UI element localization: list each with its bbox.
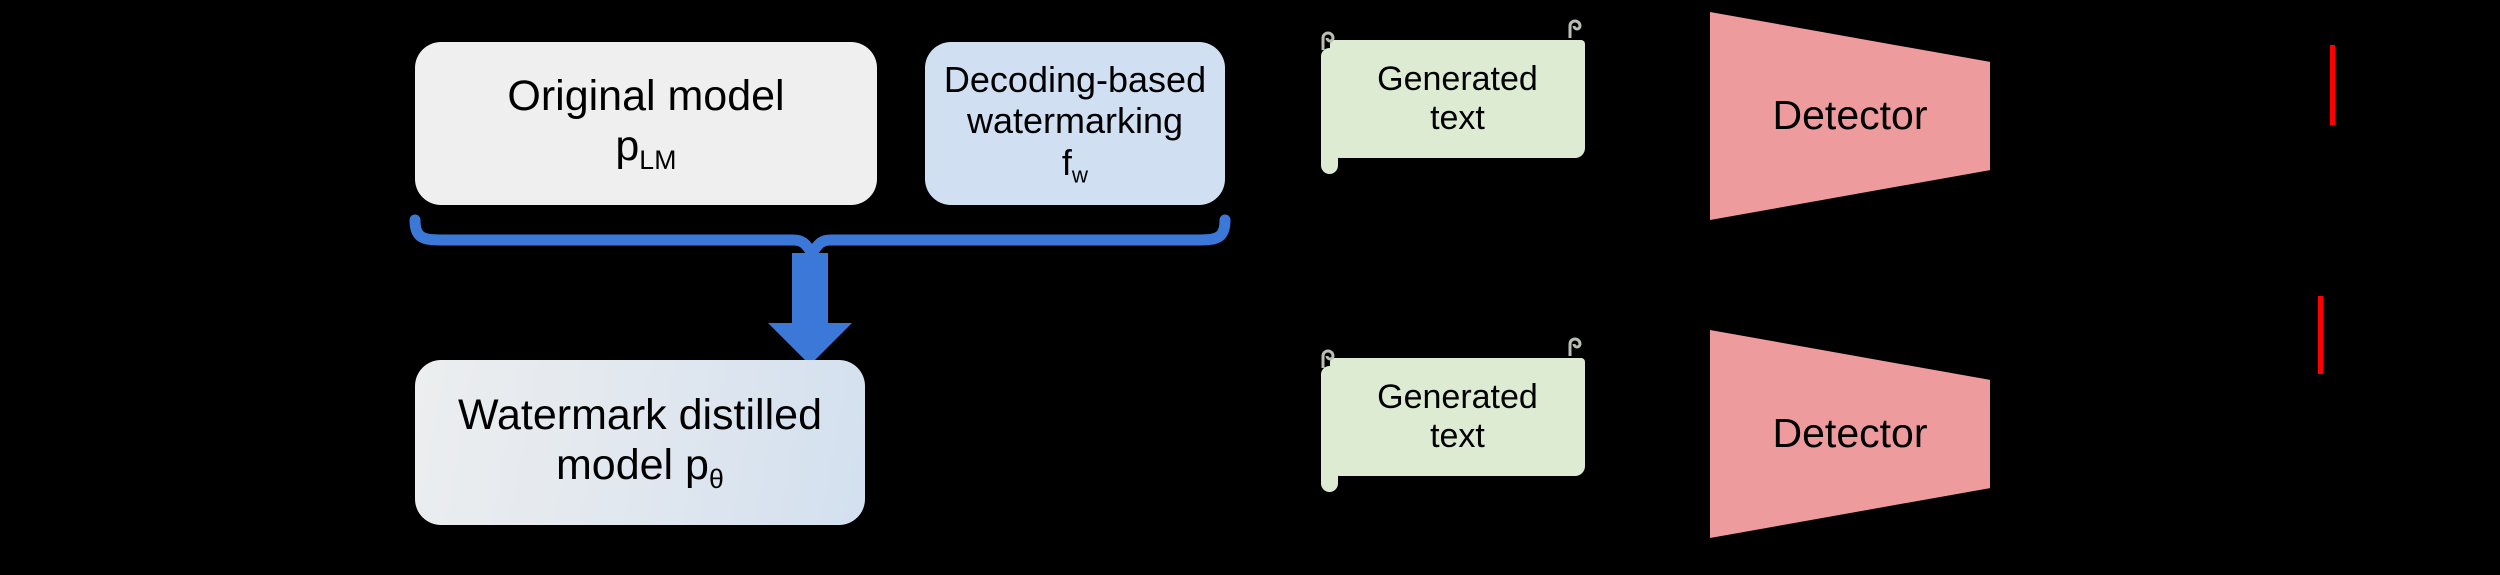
distillation-connector — [400, 205, 1250, 375]
watermarking-symbol: f — [1061, 142, 1072, 184]
scroll-curl-icon — [1565, 18, 1587, 40]
generated-text-line1: Generated — [1377, 59, 1538, 98]
distilled-subscript: θ — [708, 463, 724, 494]
scroll-rod — [1321, 48, 1338, 174]
generated-text-line2: text — [1430, 417, 1485, 455]
distilled-line1: Watermark distilled — [458, 390, 822, 439]
detector-label-bottom: Detector — [1772, 410, 1928, 457]
original-model-symbol: p — [615, 121, 640, 170]
original-model-line1: Original model — [507, 71, 785, 120]
scroll-curl-icon — [1565, 336, 1587, 358]
watermarking-subscript: w — [1071, 162, 1089, 188]
curly-brace-icon — [409, 214, 1231, 263]
watermarking-line1: Decoding-based — [943, 58, 1207, 100]
scroll-rod — [1321, 366, 1338, 492]
detector-bottom[interactable]: Detector — [1710, 330, 1990, 538]
detector-label-top: Detector — [1772, 92, 1928, 139]
generated-text-line2: text — [1430, 99, 1485, 137]
marker-line-top — [2330, 45, 2335, 125]
scroll-curl-icon — [1318, 30, 1340, 52]
original-model-subscript: LM — [639, 144, 677, 175]
watermarking-line2: watermarking — [966, 100, 1184, 142]
down-arrow-icon — [768, 253, 852, 365]
detector-top[interactable]: Detector — [1710, 12, 1990, 220]
scroll-curl-icon — [1318, 348, 1340, 370]
generated-text-line1: Generated — [1377, 377, 1538, 416]
marker-line-bottom — [2318, 296, 2323, 374]
distilled-line2: model p — [555, 440, 709, 489]
